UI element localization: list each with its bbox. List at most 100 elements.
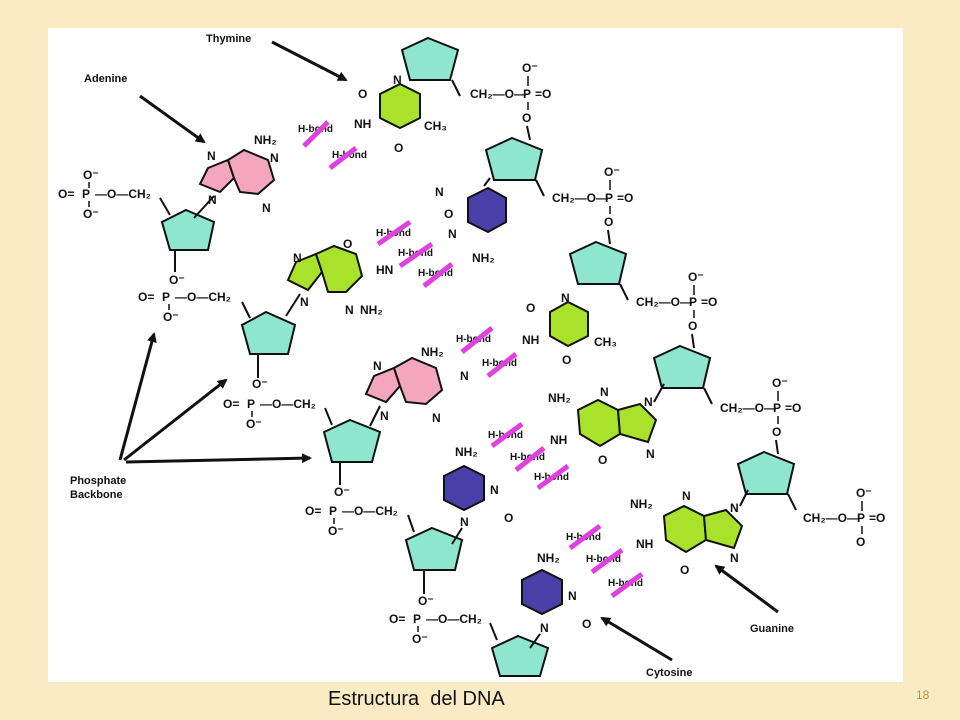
svg-text:CH₂—O—: CH₂—O— <box>636 295 692 309</box>
adenine-label: Adenine <box>84 73 127 85</box>
adenine-arrow <box>139 94 206 144</box>
left-phosphate-3: O⁻ O= P —O—CH₂ O⁻ <box>223 377 316 431</box>
svg-text:O=: O= <box>138 290 154 304</box>
svg-text:CH₂—O—: CH₂—O— <box>720 401 776 415</box>
svg-text:P: P <box>857 511 865 525</box>
svg-text:H-bond: H-bond <box>510 452 545 463</box>
svg-text:N: N <box>207 149 216 163</box>
svg-text:N: N <box>293 251 302 265</box>
cytosine-base-1: N O N NH₂ <box>435 185 507 265</box>
svg-text:CH₂—O—: CH₂—O— <box>470 87 526 101</box>
right-phosphate-4: CH₂—O— O⁻ P =O O <box>720 376 801 439</box>
svg-text:O⁻: O⁻ <box>522 61 538 75</box>
svg-text:NH₂: NH₂ <box>537 551 560 565</box>
thymine-base-2: N O NH CH₃ O <box>522 291 617 367</box>
svg-text:O⁻: O⁻ <box>169 273 185 287</box>
svg-text:O⁻: O⁻ <box>334 485 350 499</box>
guanine-base-1: O N HN N N NH₂ <box>286 237 393 317</box>
svg-text:P: P <box>773 401 781 415</box>
right-sugar-4 <box>652 344 712 389</box>
svg-text:N: N <box>490 483 499 497</box>
svg-text:H-bond: H-bond <box>298 124 333 135</box>
right-sugar-2 <box>484 136 544 181</box>
svg-text:O=: O= <box>223 397 239 411</box>
svg-text:=O: =O <box>785 401 801 415</box>
left-sugar-4 <box>404 526 464 571</box>
svg-text:N: N <box>730 551 739 565</box>
left-phosphate-1: O⁻ O= P —O—CH₂ O⁻ <box>58 168 151 221</box>
svg-text:—O—CH₂: —O—CH₂ <box>95 187 151 201</box>
svg-text:N: N <box>432 411 441 425</box>
svg-text:N: N <box>561 291 570 305</box>
svg-text:N: N <box>262 201 271 215</box>
svg-text:=O: =O <box>869 511 885 525</box>
svg-text:O: O <box>394 141 403 155</box>
svg-text:NH₂: NH₂ <box>472 251 495 265</box>
phosphate-backbone-label-line2: Backbone <box>70 489 123 501</box>
slide-number: 18 <box>916 688 930 702</box>
svg-text:O: O <box>772 425 781 439</box>
svg-text:N: N <box>380 409 389 423</box>
guanine-arrow <box>714 564 779 614</box>
svg-text:—O—CH₂: —O—CH₂ <box>175 290 231 304</box>
left-phosphate-2: O⁻ O= P —O—CH₂ O⁻ <box>138 273 231 324</box>
svg-text:O⁻: O⁻ <box>772 376 788 390</box>
svg-text:O: O <box>604 215 613 229</box>
svg-text:NH₂: NH₂ <box>548 391 571 405</box>
phosphate-arrow-1 <box>118 332 157 461</box>
thymine-label: Thymine <box>206 33 251 45</box>
svg-text:P: P <box>689 295 697 309</box>
cytosine-arrow <box>600 616 673 662</box>
svg-text:NH: NH <box>522 333 539 347</box>
thymine-base-1: N O NH CH₃ O <box>354 73 447 155</box>
svg-text:H-bond: H-bond <box>482 358 517 369</box>
svg-text:O⁻: O⁻ <box>604 165 620 179</box>
svg-text:O: O <box>598 453 607 467</box>
svg-text:NH₂: NH₂ <box>421 345 444 359</box>
diagram-panel <box>48 28 903 682</box>
svg-text:O: O <box>680 563 689 577</box>
svg-text:N: N <box>435 185 444 199</box>
left-sugar-3 <box>322 418 382 463</box>
svg-text:O⁻: O⁻ <box>412 632 428 646</box>
svg-text:O=: O= <box>305 504 321 518</box>
svg-text:N: N <box>568 589 577 603</box>
svg-text:N: N <box>345 303 354 317</box>
left-phosphate-4: O⁻ O= P —O—CH₂ O⁻ <box>305 485 398 538</box>
svg-text:CH₃: CH₃ <box>424 119 447 133</box>
svg-text:=O: =O <box>535 87 551 101</box>
svg-text:NH: NH <box>550 433 567 447</box>
hbond-group-2: H-bond H-bond H-bond <box>376 219 454 288</box>
svg-text:N: N <box>646 447 655 461</box>
svg-text:H-bond: H-bond <box>418 268 453 279</box>
svg-text:O⁻: O⁻ <box>246 417 262 431</box>
svg-text:O=: O= <box>389 612 405 626</box>
guanine-base-3: NH₂ N N NH O N <box>630 489 744 577</box>
right-phosphate-3: CH₂—O— O⁻ P =O O <box>636 270 717 333</box>
guanine-label: Guanine <box>750 623 794 635</box>
svg-text:P: P <box>247 397 255 411</box>
svg-text:O⁻: O⁻ <box>328 524 344 538</box>
hbond-group-1: H-bond H-bond <box>298 120 367 170</box>
svg-text:NH₂: NH₂ <box>360 303 383 317</box>
svg-text:H-bond: H-bond <box>456 334 491 345</box>
hbond-group-3: H-bond H-bond <box>456 326 518 378</box>
svg-text:N: N <box>393 73 402 87</box>
adenine-base-2: NH₂ N N N N <box>364 345 469 425</box>
svg-text:NH₂: NH₂ <box>455 445 478 459</box>
svg-text:O⁻: O⁻ <box>83 168 99 182</box>
svg-text:—O—CH₂: —O—CH₂ <box>426 612 482 626</box>
svg-text:N: N <box>682 489 691 503</box>
svg-text:=O: =O <box>701 295 717 309</box>
left-sugar-1 <box>160 208 216 251</box>
svg-text:NH: NH <box>354 117 371 131</box>
left-sugar-5 <box>490 634 550 677</box>
svg-text:O⁻: O⁻ <box>856 486 872 500</box>
guanine-base-2: NH₂ N N NH O N <box>548 385 658 467</box>
svg-text:O⁻: O⁻ <box>688 270 704 284</box>
right-sugar-3 <box>568 240 628 285</box>
svg-text:O: O <box>504 511 513 525</box>
svg-text:—O—CH₂: —O—CH₂ <box>342 504 398 518</box>
svg-text:P: P <box>523 87 531 101</box>
